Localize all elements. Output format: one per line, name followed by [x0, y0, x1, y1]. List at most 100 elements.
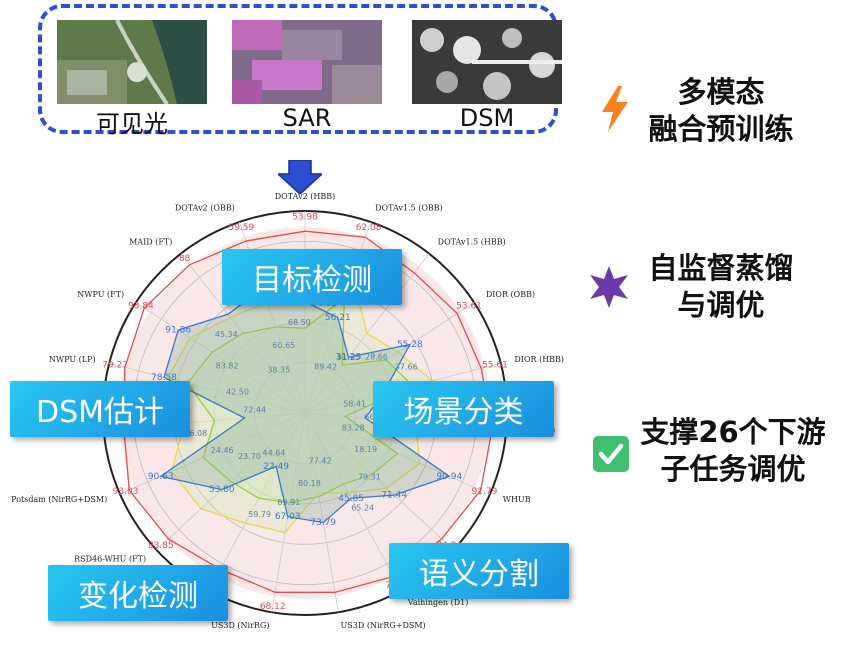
category-scene-classification: 场景分类: [373, 381, 554, 437]
annotation-label: 23.70: [238, 452, 261, 461]
modality-label-optical: 可见光: [96, 110, 168, 138]
outer-value-label: 93.84: [128, 301, 154, 311]
radar-spoke: [304, 412, 402, 591]
radar-spoke: [304, 412, 454, 551]
axis-label: NWPU (FT): [77, 290, 124, 299]
axis-label: US3D (NirRG+DSM): [341, 621, 426, 630]
annotation-label: 58.41: [343, 399, 366, 408]
annotation-label: 83.82: [216, 362, 239, 371]
annotation-label: 68.50: [288, 318, 311, 327]
star-burst-icon: [590, 266, 628, 308]
down-arrow-icon: [278, 160, 322, 194]
annotation-label: 79.31: [358, 473, 381, 482]
series-outer-polygon: [123, 230, 493, 593]
modality-label-sar: SAR: [282, 104, 332, 132]
axis-label: US3D (NirRG): [211, 621, 269, 630]
outer-value-label: 68.12: [260, 602, 286, 612]
annotation-label: 44.64: [262, 448, 285, 457]
category-dsm-estimation: DSM估计: [10, 381, 190, 437]
axis-label: Vaihingen (D1): [407, 598, 469, 607]
feature-downstream-tasks: 支撑26个下游 子任务调优: [628, 414, 838, 488]
annotation-label: 65.24: [351, 503, 374, 512]
category-semantic-segmentation: 语义分割: [389, 543, 569, 599]
annotation-label: 37.66: [395, 363, 418, 372]
radar-spoke: [304, 302, 475, 414]
inner-value-label: 90.63: [148, 472, 174, 482]
feature-self-supervised-line2: 与调优: [677, 288, 765, 322]
dsm-image-thumbnail: [412, 20, 562, 104]
axis-label: Potsdam (NirRG+DSM): [11, 495, 107, 504]
annotation-label: 59.79: [248, 510, 271, 519]
category-change-detection: 变化检测: [48, 565, 228, 621]
inner-value-label: 90.94: [436, 472, 462, 482]
annotation-label: 80.18: [298, 479, 321, 488]
axis-label: NWPU (LP): [49, 355, 96, 364]
inner-value-label: 67.03: [275, 512, 301, 522]
outer-value-label: 53.61: [456, 301, 482, 311]
axis-label: WHUB: [503, 495, 531, 504]
modality-label-dsm: DSM: [459, 104, 515, 132]
inner-value-label: 56.21: [325, 313, 351, 323]
inner-value-label: 55.28: [397, 340, 423, 350]
inner-value-label: 71.44: [381, 491, 407, 501]
annotation-label: 89.42: [314, 362, 337, 371]
axis-label: DOTAv1.5 (HBB): [438, 238, 506, 247]
annotation-label: 24.46: [211, 446, 234, 455]
outer-value-label: 93.03: [113, 487, 139, 497]
feature-multimodal: 多模态 融合预训练: [636, 74, 806, 148]
annotation-label: 42.50: [226, 388, 249, 397]
outer-value-label: 88: [179, 254, 191, 264]
inner-value-label: 78.58: [151, 373, 177, 383]
inner-value-label: 22.49: [263, 462, 289, 472]
axis-label: MAID (FT): [129, 238, 172, 247]
annotation-label: 28.66: [365, 352, 388, 361]
annotation-label: 89.91: [277, 498, 300, 507]
radar-spoke: [304, 412, 339, 613]
annotation-label: 72.44: [243, 406, 266, 415]
radar-spoke: [119, 412, 306, 495]
radar-spoke: [208, 412, 306, 591]
outer-value-label: 79.27: [102, 360, 128, 370]
annotation-label: 66.08: [184, 429, 207, 438]
outer-value-label: 91.79: [472, 487, 498, 497]
inner-value-label: 73.79: [310, 518, 336, 528]
check-box-icon: [593, 436, 629, 472]
outer-value-label: 55.61: [482, 360, 508, 370]
axis-label: DIOR (HBB): [514, 355, 564, 364]
feature-downstream-line2: 子任务调优: [660, 452, 806, 486]
lightning-icon: [602, 86, 628, 132]
axis-label: DOTAv2 (HBB): [275, 192, 335, 201]
annotation-label: 18.19: [354, 445, 377, 454]
optical-image-thumbnail: [57, 20, 207, 104]
outer-value-label: 83.85: [148, 541, 174, 551]
radar-spoke: [109, 363, 306, 414]
inner-value-label: 31.25: [336, 353, 362, 363]
annotation-label: 77.42: [309, 457, 332, 466]
axis-label: DIOR (OBB): [486, 290, 535, 299]
outer-value-label: 53.98: [292, 213, 318, 223]
feature-multimodal-line1: 多模态: [677, 75, 765, 109]
annotation-label: 83.28: [342, 423, 365, 432]
annotation-label: 38.35: [267, 365, 290, 374]
axis-label: DOTAv1.5 (OBB): [375, 204, 443, 213]
series-blue-polygon: [159, 288, 451, 524]
feature-downstream-line1: 支撑26个下游: [640, 415, 826, 449]
radar-spoke: [271, 412, 306, 613]
axis-label: DOTAv2 (OBB): [175, 204, 235, 213]
annotation-label: 60.65: [272, 341, 295, 350]
feature-self-supervised: 自监督蒸馏 与调优: [636, 250, 806, 324]
inner-value-label: 45.85: [338, 494, 364, 504]
radar-spoke: [135, 302, 306, 414]
axis-label: RSD46-WHU (FT): [74, 554, 146, 563]
outer-value-label: 59.59: [228, 223, 254, 233]
category-object-detection: 目标检测: [222, 249, 402, 305]
inner-value-label: 91.86: [165, 326, 191, 336]
outer-value-label: 62.08: [356, 223, 382, 233]
series-green-polygon: [186, 297, 414, 504]
feature-self-supervised-line1: 自监督蒸馏: [648, 251, 794, 285]
inner-value-label: 53.80: [209, 485, 235, 495]
sar-image-thumbnail: [232, 20, 382, 104]
feature-multimodal-line2: 融合预训练: [648, 112, 794, 146]
annotation-label: 45.34: [215, 330, 238, 339]
annotation-label: 91.35: [337, 353, 360, 362]
